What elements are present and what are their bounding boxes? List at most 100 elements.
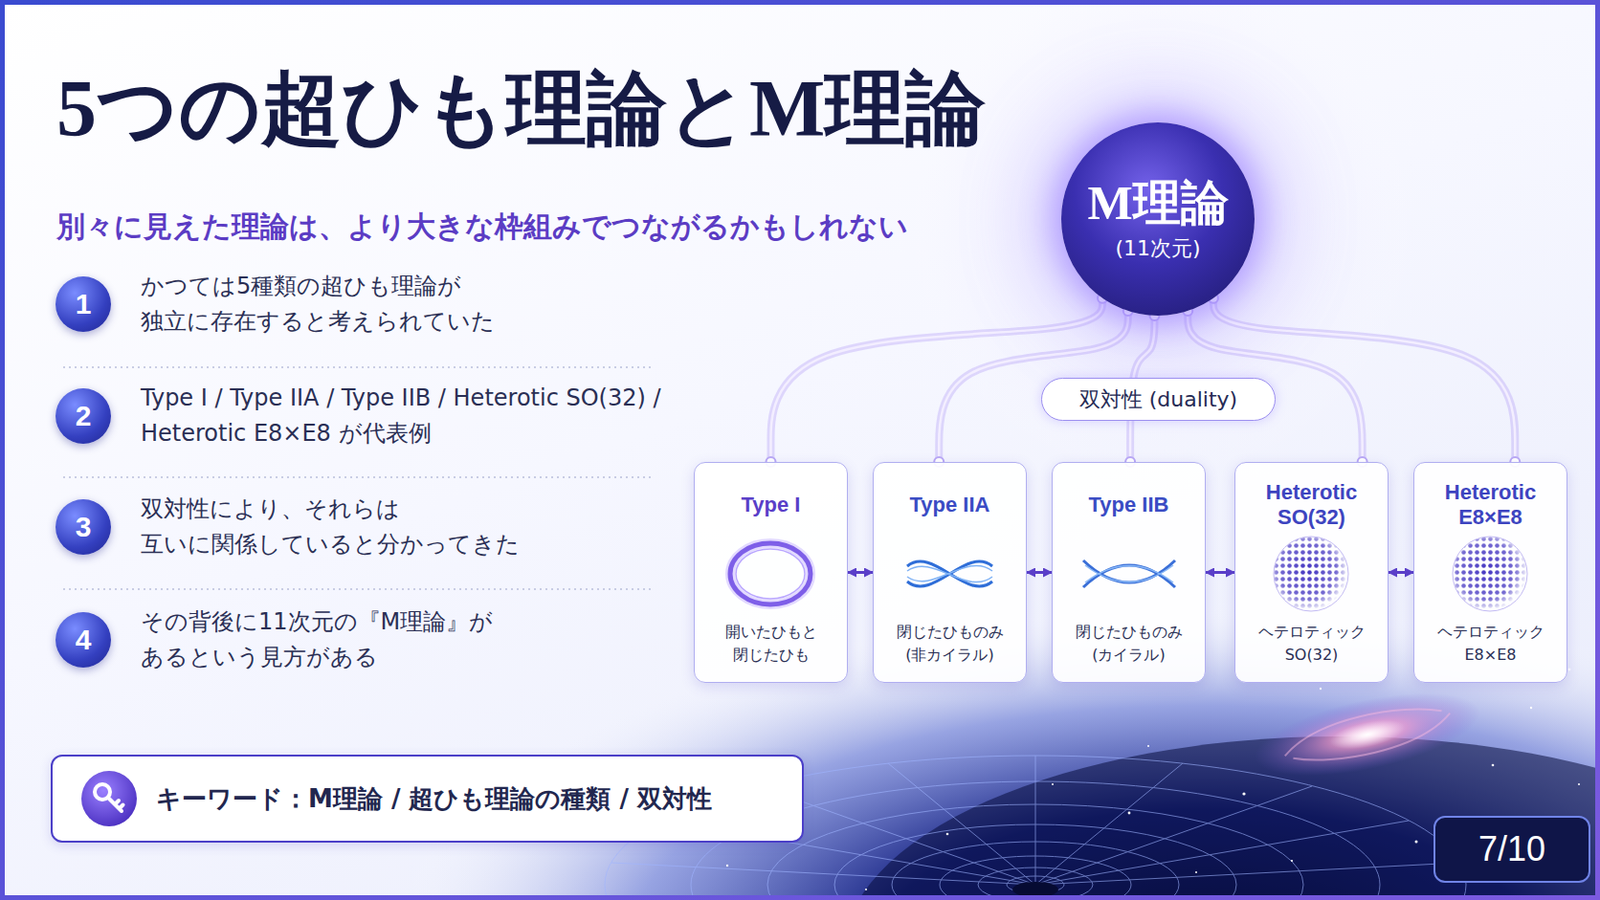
slide-title: 5つの超ひも理論とM理論	[56, 63, 986, 156]
duality-pill: 双対性 (duality)	[1041, 377, 1276, 422]
list-separator	[63, 366, 653, 369]
keyword-box: キーワード：M理論 / 超ひも理論の種類 / 双対性	[50, 755, 804, 844]
step-number-text: 2	[75, 400, 92, 433]
theory-box-text: Type IIA	[879, 476, 1021, 534]
theory-box-subtext: 開いたひもと 閉じたひも	[700, 621, 842, 667]
key-icon	[94, 784, 111, 800]
wormhole-grid	[1035, 786, 1312, 886]
theory-box: Type I 開いたひもと 閉じたひも	[693, 462, 848, 684]
key-icon	[81, 771, 137, 827]
duality-arrow	[1388, 572, 1414, 574]
list-separator	[63, 588, 653, 591]
arrow-line	[1388, 571, 1414, 575]
open-closed-string-icon	[730, 543, 811, 605]
list-item: Type I / Type IIA / Type IIB / Heterotic…	[140, 380, 677, 452]
wormhole-grid	[888, 763, 1036, 886]
list-item: 双対性により、それらは 互いに関係していると分かってきた	[140, 491, 677, 563]
chiral-string-icon	[1085, 566, 1174, 584]
chiral-string-icon	[1083, 560, 1176, 583]
dotted-sphere-icon	[1273, 536, 1349, 612]
stars	[1568, 668, 1572, 672]
theory-box-subtext: ヘテロティック SO(32)	[1241, 621, 1382, 667]
theory-box: Type IIA 閉じたひものみ (非カイラル)	[872, 462, 1027, 684]
stars	[1415, 841, 1419, 845]
theory-box-text: Heterotic E8×E8	[1420, 476, 1561, 534]
stars	[1051, 783, 1054, 786]
step-number: 1	[55, 276, 112, 333]
step-number-text: 1	[75, 288, 92, 321]
title-rule	[56, 183, 714, 185]
m-theory-circle-subtext: (11次元)	[1114, 234, 1200, 264]
theory-box-subtext: ヘテロティック E8×E8	[1420, 621, 1561, 667]
non-chiral-string-icon	[907, 565, 993, 581]
dotted-sphere-icon	[1273, 536, 1349, 612]
m-theory-circle-text: M理論	[1087, 175, 1228, 231]
wormhole-grid	[1012, 882, 1059, 898]
non-chiral-string-icon	[907, 566, 993, 582]
list-item: その背後に11次元の『M理論』が あるという見方がある	[140, 604, 677, 676]
key-icon	[108, 798, 124, 812]
duality-arrow	[847, 572, 873, 574]
arrow-line	[847, 571, 873, 575]
theory-box-subtext: 閉じたひものみ (非カイラル)	[879, 621, 1021, 667]
chiral-string-icon	[1083, 560, 1176, 588]
theory-box: Type IIB 閉じたひものみ (カイラル)	[1051, 462, 1206, 684]
chiral-string-icon	[1085, 565, 1174, 583]
non-chiral-string-icon	[907, 561, 993, 587]
non-chiral-string-icon	[907, 561, 993, 587]
spiral-galaxy	[1247, 677, 1488, 793]
step-number-text: 3	[75, 511, 92, 544]
open-closed-string-icon	[730, 543, 811, 605]
duality-arrow	[1205, 572, 1235, 574]
open-closed-string-icon	[735, 549, 805, 600]
theory-box-text: Type I	[700, 476, 842, 534]
page-number-text: 7/10	[1478, 829, 1546, 870]
subtitle: 別々に見えた理論は、より大きな枠組みでつながるかもしれない	[56, 208, 909, 245]
duality-arrow	[1026, 572, 1052, 574]
duality-pill-text: 双対性 (duality)	[1079, 385, 1238, 415]
spiral-galaxy	[1280, 699, 1445, 756]
arrow-line	[1205, 571, 1235, 575]
m-theory-circle: M理論(11次元)	[1061, 122, 1255, 316]
step-number: 4	[55, 612, 112, 668]
spiral-galaxy	[1247, 677, 1488, 793]
stars	[1195, 871, 1198, 874]
stars	[1491, 764, 1495, 768]
key-icon	[81, 771, 137, 827]
keyword-box-text: キーワード：M理論 / 超ひも理論の種類 / 双対性	[155, 782, 712, 817]
dotted-sphere-icon	[1452, 536, 1528, 612]
chiral-string-icon	[1083, 565, 1176, 588]
wormhole-grid	[1035, 763, 1183, 886]
theory-box-text: Type IIB	[1058, 476, 1200, 534]
theory-box-subtext: 閉じたひものみ (カイラル)	[1058, 621, 1200, 667]
stars	[726, 865, 729, 867]
stars	[1242, 792, 1245, 796]
dotted-sphere-icon	[1452, 536, 1528, 612]
spiral-galaxy	[1327, 714, 1408, 756]
title-rule	[56, 182, 714, 185]
stars	[946, 833, 950, 837]
arrow-line	[1026, 571, 1052, 575]
stars	[1147, 745, 1150, 748]
wormhole-grid	[1035, 863, 1460, 886]
dotted-sphere-icon	[1452, 536, 1528, 612]
theory-box: Heterotic SO(32) ヘテロティック SO(32)	[1234, 462, 1389, 684]
dotted-sphere-icon	[1273, 536, 1349, 612]
list-separator	[63, 476, 653, 479]
stars	[1319, 688, 1322, 690]
step-number: 2	[55, 388, 112, 445]
step-number: 3	[55, 499, 112, 556]
non-chiral-string-icon	[907, 561, 993, 587]
theory-box: Heterotic E8×E8 ヘテロティック E8×E8	[1413, 462, 1568, 684]
theory-box-text: Heterotic SO(32)	[1241, 476, 1382, 534]
wormhole-grid	[1035, 755, 1037, 886]
stars	[1530, 707, 1533, 710]
stars	[1290, 860, 1293, 863]
list-item: かつては5種類の超ひも理論が 独立に存在すると考えられていた	[140, 268, 677, 340]
page-number: 7/10	[1433, 816, 1591, 884]
open-closed-string-icon	[730, 543, 811, 605]
spiral-galaxy	[1290, 713, 1455, 771]
